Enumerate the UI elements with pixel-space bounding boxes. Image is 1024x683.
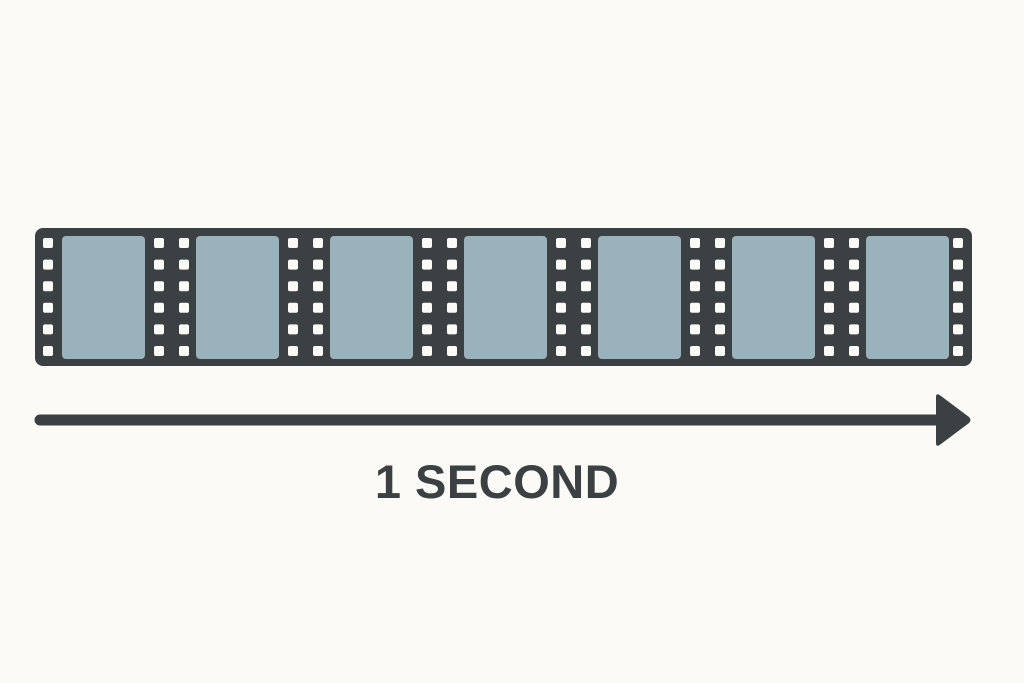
sprocket-hole [849, 302, 859, 313]
sprocket-hole [447, 324, 457, 335]
sprocket-hole [556, 302, 566, 313]
sprocket-hole [849, 346, 859, 356]
sprocket-hole [953, 238, 963, 248]
sprocket-hole [581, 238, 591, 248]
sprocket-hole [849, 324, 859, 335]
film-frame [62, 236, 145, 359]
sprocket-hole [447, 302, 457, 313]
duration-label: 1 SECOND [374, 455, 620, 508]
sprocket-hole [43, 238, 53, 248]
sprocket-hole [715, 302, 725, 313]
sprocket-hole [556, 259, 566, 270]
sprocket-hole [849, 259, 859, 270]
sprocket-hole [581, 324, 591, 335]
sprocket-hole [690, 324, 700, 335]
sprocket-hole [581, 346, 591, 356]
sprocket-hole [953, 346, 963, 356]
sprocket-hole [556, 281, 566, 292]
sprocket-hole [43, 346, 53, 356]
sprocket-hole [154, 346, 164, 356]
sprocket-hole [581, 259, 591, 270]
sprocket-hole [715, 259, 725, 270]
sprocket-hole [447, 259, 457, 270]
sprocket-hole [715, 281, 725, 292]
sprocket-hole [288, 302, 298, 313]
sprocket-hole [824, 346, 834, 356]
sprocket-hole [824, 281, 834, 292]
sprocket-hole [849, 281, 859, 292]
sprocket-hole [422, 346, 432, 356]
sprocket-hole [953, 281, 963, 292]
sprocket-hole [690, 281, 700, 292]
sprocket-hole [690, 238, 700, 248]
sprocket-hole [953, 259, 963, 270]
sprocket-hole [179, 324, 189, 335]
sprocket-hole [154, 238, 164, 248]
film-frame [464, 236, 547, 359]
sprocket-hole [422, 324, 432, 335]
sprocket-hole [824, 259, 834, 270]
sprocket-hole [556, 324, 566, 335]
sprocket-hole [313, 302, 323, 313]
sprocket-hole [179, 238, 189, 248]
sprocket-hole [154, 324, 164, 335]
sprocket-hole [824, 238, 834, 248]
sprocket-hole [422, 238, 432, 248]
sprocket-hole [179, 281, 189, 292]
time-arrow [34, 394, 971, 446]
film-frame [866, 236, 949, 359]
sprocket-hole [715, 238, 725, 248]
sprocket-hole [849, 238, 859, 248]
sprocket-hole [288, 259, 298, 270]
film-frame [330, 236, 413, 359]
film-frame [598, 236, 681, 359]
sprocket-hole [447, 346, 457, 356]
sprocket-hole [179, 259, 189, 270]
sprocket-hole [422, 259, 432, 270]
arrow-head [936, 394, 971, 446]
sprocket-hole [581, 281, 591, 292]
sprocket-hole [556, 238, 566, 248]
sprocket-hole [43, 302, 53, 313]
sprocket-hole [179, 346, 189, 356]
sprocket-hole [690, 302, 700, 313]
sprocket-hole [288, 281, 298, 292]
sprocket-hole [43, 324, 53, 335]
sprocket-hole [422, 281, 432, 292]
sprocket-hole [154, 259, 164, 270]
sprocket-hole [43, 259, 53, 270]
film-frame [196, 236, 279, 359]
sprocket-hole [690, 259, 700, 270]
sprocket-hole [43, 281, 53, 292]
sprocket-hole [690, 346, 700, 356]
sprocket-hole [313, 346, 323, 356]
sprocket-hole [288, 324, 298, 335]
sprocket-hole [288, 238, 298, 248]
film-frame [732, 236, 815, 359]
sprocket-hole [288, 346, 298, 356]
sprocket-hole [715, 346, 725, 356]
sprocket-hole [422, 302, 432, 313]
sprocket-hole [179, 302, 189, 313]
sprocket-hole [953, 324, 963, 335]
sprocket-hole [447, 281, 457, 292]
sprocket-hole [581, 302, 591, 313]
sprocket-hole [313, 324, 323, 335]
sprocket-hole [824, 302, 834, 313]
sprocket-hole [313, 259, 323, 270]
sprocket-hole [447, 238, 457, 248]
sprocket-hole [313, 238, 323, 248]
sprocket-hole [953, 302, 963, 313]
sprocket-hole [556, 346, 566, 356]
sprocket-hole [313, 281, 323, 292]
sprocket-hole [715, 324, 725, 335]
sprocket-hole [824, 324, 834, 335]
sprocket-hole [154, 302, 164, 313]
sprocket-hole [154, 281, 164, 292]
